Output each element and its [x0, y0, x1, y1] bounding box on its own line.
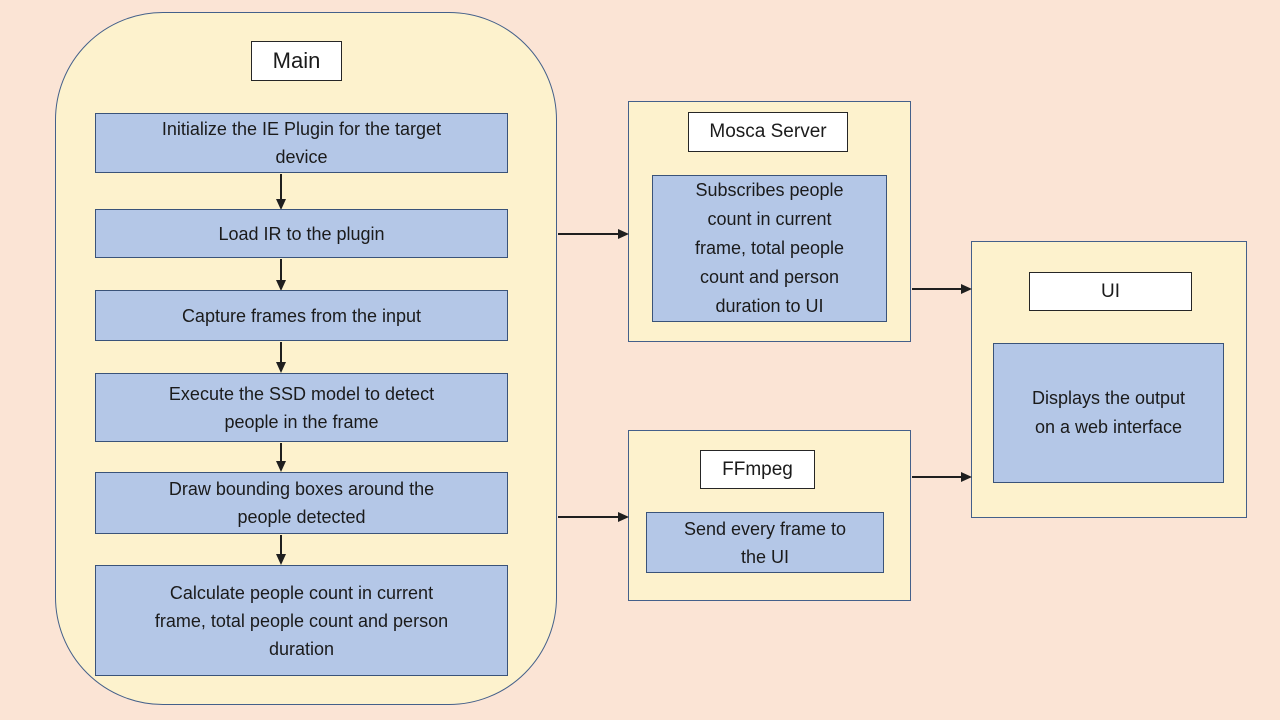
ui-task-box: Displays the output on a web interface — [993, 343, 1224, 483]
main-group-title: Main — [251, 41, 342, 81]
step-initialize-ie-plugin: Initialize the IE Plugin for the target … — [95, 113, 508, 173]
arrow-ffmpeg-to-ui — [912, 471, 972, 482]
arrow-step2-to-step3 — [275, 259, 286, 291]
arrow-main-to-mosca-server — [558, 228, 629, 239]
ui-title: UI — [1029, 272, 1192, 311]
step-load-ir: Load IR to the plugin — [95, 209, 508, 258]
ffmpeg-task-box: Send every frame to the UI — [646, 512, 884, 573]
step-execute-ssd-model: Execute the SSD model to detect people i… — [95, 373, 508, 442]
arrow-step1-to-step2 — [275, 174, 286, 210]
arrow-step4-to-step5 — [275, 443, 286, 472]
step-calculate-people-count: Calculate people count in current frame,… — [95, 565, 508, 676]
step-capture-frames: Capture frames from the input — [95, 290, 508, 341]
arrow-step5-to-step6 — [275, 535, 286, 565]
arrow-main-to-ffmpeg — [558, 511, 629, 522]
ffmpeg-title: FFmpeg — [700, 450, 815, 489]
arrow-step3-to-step4 — [275, 342, 286, 373]
arrow-mosca-server-to-ui — [912, 283, 972, 294]
mosca-server-task-box: Subscribes people count in current frame… — [652, 175, 887, 322]
step-draw-bounding-boxes: Draw bounding boxes around the people de… — [95, 472, 508, 534]
mosca-server-title: Mosca Server — [688, 112, 848, 152]
